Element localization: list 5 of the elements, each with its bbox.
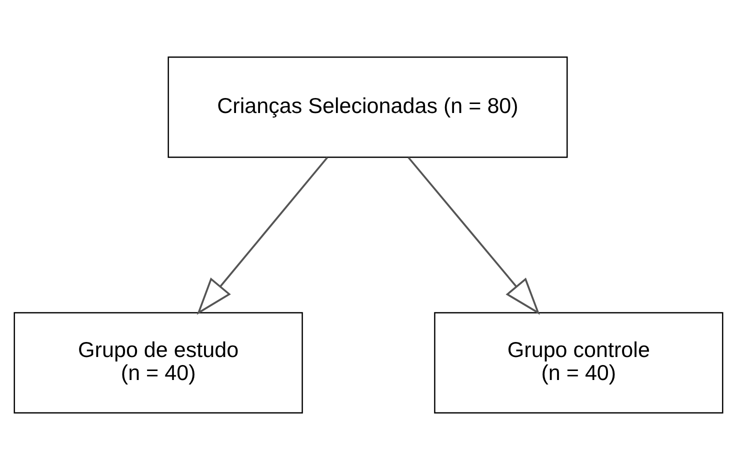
arrow xyxy=(196,156,328,314)
node-box: Grupo de estudo (n = 40) xyxy=(14,312,303,413)
arrow xyxy=(408,156,540,314)
node-box: Crianças Selecionadas (n = 80) xyxy=(168,56,568,158)
node-box: Grupo controle (n = 40) xyxy=(434,312,724,413)
